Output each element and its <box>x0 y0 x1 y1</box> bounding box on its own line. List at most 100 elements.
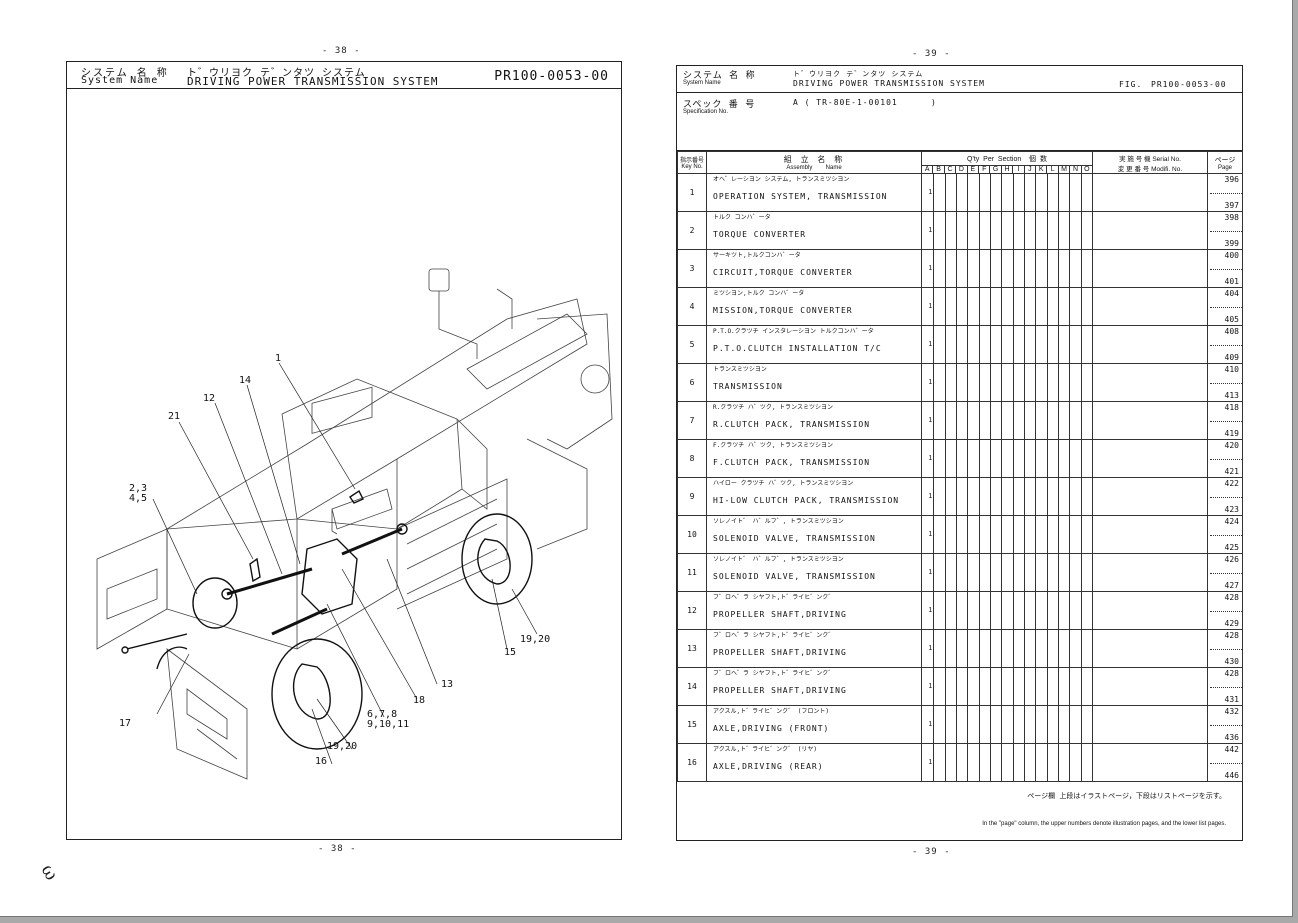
page-upper: 428 <box>1224 593 1239 602</box>
table-row: 15 アクスル,ト゛ライヒ゛ンク゛ (フロント) AXLE,DRIVING (F… <box>677 705 1243 744</box>
qty-a: 1 <box>928 531 933 538</box>
callout-labels: 1 14 12 21 2,3 4,5 13 18 6,7,8 9,10,11 1… <box>119 353 550 767</box>
key-number: 6 <box>677 363 707 402</box>
assembly-name-kana: アクスル,ト゛ライヒ゛ンク゛ (リヤ) <box>713 746 817 753</box>
qty-cells: 1 <box>921 705 1093 744</box>
table-row: 3 サーキツト,トルクコンハ゛ータ CIRCUIT,TORQUE CONVERT… <box>677 249 1243 288</box>
left-page-number-top: - 38 - <box>322 46 361 56</box>
page-cell: 396 397 <box>1207 173 1243 212</box>
assembly-name-cell: フ゜ロヘ゜ラ シヤフト,ト゛ライヒ゛ンク゛ PROPELLER SHAFT,DR… <box>706 629 922 668</box>
page-lower: 436 <box>1224 733 1239 742</box>
svg-text:19,20: 19,20 <box>520 634 550 645</box>
qty-cells: 1 <box>921 515 1093 554</box>
qty-a: 1 <box>928 721 933 728</box>
table-row: 7 R.クラツチ ハ゜ツク, トランスミツシヨン R.CLUTCH PACK, … <box>677 401 1243 440</box>
svg-text:15: 15 <box>504 647 516 658</box>
page-cell: 428 429 <box>1207 591 1243 630</box>
assembly-name-cell: ミツシヨン,トルク コンハ゛ータ MISSION,TORQUE CONVERTE… <box>706 287 922 326</box>
page-upper: 420 <box>1224 441 1239 450</box>
right-page-number-bottom: - 39 - <box>912 847 951 857</box>
assembly-name-en: MISSION,TORQUE CONVERTER <box>713 306 853 315</box>
assembly-name-cell: オヘ゜レーシヨン システム, トランスミツシヨン OPERATION SYSTE… <box>706 173 922 212</box>
assembly-name-en: PROPELLER SHAFT,DRIVING <box>713 610 847 619</box>
svg-text:6,7,8: 6,7,8 <box>367 709 397 720</box>
assembly-name-en: PROPELLER SHAFT,DRIVING <box>713 648 847 657</box>
page-cell: 426 427 <box>1207 553 1243 592</box>
assembly-name-cell: フ゜ロヘ゜ラ シヤフト,ト゛ライヒ゛ンク゛ PROPELLER SHAFT,DR… <box>706 667 922 706</box>
page-lower: 413 <box>1224 391 1239 400</box>
key-number: 11 <box>677 553 707 592</box>
qty-cells: 1 <box>921 363 1093 402</box>
qty-column-header: Q'ty Per Section 個 数 A B C D E F G H I J <box>921 151 1093 174</box>
key-number: 2 <box>677 211 707 250</box>
page-lower: 430 <box>1224 657 1239 666</box>
svg-text:14: 14 <box>239 375 251 386</box>
key-number: 10 <box>677 515 707 554</box>
table-row: 1 オヘ゜レーシヨン システム, トランスミツシヨン OPERATION SYS… <box>677 173 1243 212</box>
figure-code: PR100-0053-00 <box>494 69 609 84</box>
page-cell: 410 413 <box>1207 363 1243 402</box>
page-lower: 419 <box>1224 429 1239 438</box>
system-name-en: DRIVING POWER TRANSMISSION SYSTEM <box>793 79 985 88</box>
assembly-name-kana: F.クラツチ ハ゜ツク, トランスミツシヨン <box>713 442 833 449</box>
crane-carrier-diagram: 1 14 12 21 2,3 4,5 13 18 6,7,8 9,10,11 1… <box>96 268 613 780</box>
page-upper: 442 <box>1224 745 1239 754</box>
footer-note-jp: ページ欄 上段はイラストページ，下段はリストページを示す。 <box>1027 792 1226 800</box>
qty-a: 1 <box>928 227 933 234</box>
right-page-frame: システム 名 称 System Name ト゛ウリヨク テ゛ンタツ システム D… <box>676 65 1243 841</box>
key-number: 3 <box>677 249 707 288</box>
key-number: 16 <box>677 743 707 782</box>
assembly-name-en: HI-LOW CLUTCH PACK, TRANSMISSION <box>713 496 900 505</box>
qty-cells: 1 <box>921 401 1093 440</box>
serial-cell <box>1092 325 1208 364</box>
qty-a: 1 <box>928 417 933 424</box>
assembly-name-en: SOLENOID VALVE, TRANSMISSION <box>713 572 876 581</box>
qty-a: 1 <box>928 569 933 576</box>
qty-cells: 1 <box>921 743 1093 782</box>
leader-lines <box>152 362 538 765</box>
page-cell: 422 423 <box>1207 477 1243 516</box>
table-row: 13 フ゜ロヘ゜ラ シヤフト,ト゛ライヒ゛ンク゛ PROPELLER SHAFT… <box>677 629 1243 668</box>
qty-cells: 1 <box>921 325 1093 364</box>
qty-section-letters: A B C D E F G H I J K L M <box>922 165 1092 173</box>
assembly-name-kana: ソレノイト゛ ハ゛ルフ゛, トランスミツシヨン <box>713 556 844 563</box>
assembly-name-en: PROPELLER SHAFT,DRIVING <box>713 686 847 695</box>
assembly-name-en: SOLENOID VALVE, TRANSMISSION <box>713 534 876 543</box>
system-name-kana: ト゛ウリヨク テ゛ンタツ システム <box>793 70 924 78</box>
assembly-name-kana: オヘ゜レーシヨン システム, トランスミツシヨン <box>713 176 850 183</box>
qty-cells: 1 <box>921 249 1093 288</box>
table-row: 10 ソレノイト゛ ハ゛ルフ゛, トランスミツシヨン SOLENOID VALV… <box>677 515 1243 554</box>
key-number: 4 <box>677 287 707 326</box>
table-row: 5 P.T.O.クラツチ インスタレーシヨン トルクコンハ゛ータ P.T.O.C… <box>677 325 1243 364</box>
assembly-name-cell: ソレノイト゛ ハ゛ルフ゛, トランスミツシヨン SOLENOID VALVE, … <box>706 515 922 554</box>
table-header-row: 指示番号 Key No. 組 立 名 称 Assembly Name Q'ty … <box>677 151 1243 174</box>
system-label-jp: システム 名 称 <box>683 71 756 81</box>
qty-a: 1 <box>928 759 933 766</box>
page-upper: 432 <box>1224 707 1239 716</box>
serial-cell <box>1092 553 1208 592</box>
serial-cell <box>1092 591 1208 630</box>
serial-cell <box>1092 401 1208 440</box>
page-lower: 425 <box>1224 543 1239 552</box>
table-row: 11 ソレノイト゛ ハ゛ルフ゛, トランスミツシヨン SOLENOID VALV… <box>677 553 1243 592</box>
assembly-column-header: 組 立 名 称 Assembly Name <box>706 151 922 174</box>
assembly-name-cell: R.クラツチ ハ゜ツク, トランスミツシヨン R.CLUTCH PACK, TR… <box>706 401 922 440</box>
key-number: 15 <box>677 705 707 744</box>
svg-text:12: 12 <box>203 393 215 404</box>
page-cell: 400 401 <box>1207 249 1243 288</box>
table-footer-note: ページ欄 上段はイラストページ，下段はリストページを示す。 In the "pa… <box>677 781 1242 840</box>
footer-note-en: In the "page" column, the upper numbers … <box>982 821 1226 827</box>
transmission-components <box>121 489 533 750</box>
serial-cell <box>1092 287 1208 326</box>
page-lower: 446 <box>1224 771 1239 780</box>
page-upper: 404 <box>1224 289 1239 298</box>
svg-text:17: 17 <box>119 718 131 729</box>
svg-text:16: 16 <box>315 756 327 767</box>
page-lower: 399 <box>1224 239 1239 248</box>
page-upper: 400 <box>1224 251 1239 260</box>
page-cell: 408 409 <box>1207 325 1243 364</box>
page-upper: 424 <box>1224 517 1239 526</box>
spec-label-jp: スペック 番 号 <box>683 100 756 110</box>
table-row: 16 アクスル,ト゛ライヒ゛ンク゛ (リヤ) AXLE,DRIVING (REA… <box>677 743 1243 782</box>
serial-cell <box>1092 515 1208 554</box>
